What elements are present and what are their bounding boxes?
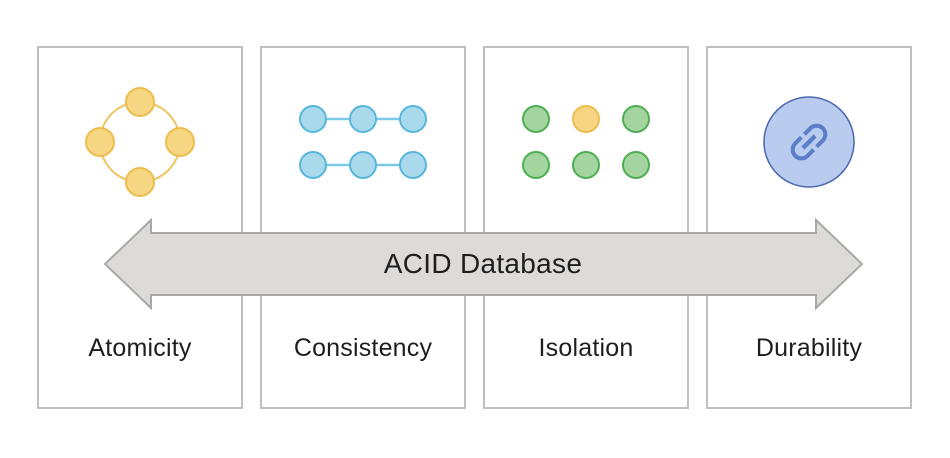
panel-label: Isolation [538,334,634,362]
panel-isolation: Isolation [483,46,689,409]
node-circle [125,167,155,197]
durability-chain-link-icon [763,96,855,188]
consistency-linked-nodes-icon [299,105,427,179]
panel-label: Consistency [293,334,433,362]
double-arrow-shape [103,217,864,311]
node-circle [299,151,327,179]
isolation-icon-area [485,48,687,236]
acid-arrow [103,217,864,311]
node-circle-highlight [572,105,600,133]
node-circle [572,151,600,179]
node-circle [85,127,115,157]
panel-label: Atomicity [88,334,192,362]
consistency-icon-area [262,48,464,236]
node-circle [299,105,327,133]
panel-consistency: Consistency [260,46,466,409]
node-circle [399,105,427,133]
node-circle [349,105,377,133]
node-circle [622,105,650,133]
chain-link-glyph [790,123,828,161]
panel-durability: Durability [706,46,912,409]
isolation-separate-nodes-icon [522,105,650,179]
node-circle [349,151,377,179]
node-circle [522,105,550,133]
durability-icon-area [708,48,910,236]
node-circle [399,151,427,179]
panel-atomicity: Atomicity [37,46,243,409]
arrow-title: ACID Database [383,248,583,279]
node-circle [522,151,550,179]
atomicity-cycle-icon [85,87,195,197]
node-circle [125,87,155,117]
atomicity-icon-area [39,48,241,236]
node-circle [165,127,195,157]
chain-link-path [790,123,828,161]
panel-label: Durability [755,334,863,362]
node-circle [622,151,650,179]
